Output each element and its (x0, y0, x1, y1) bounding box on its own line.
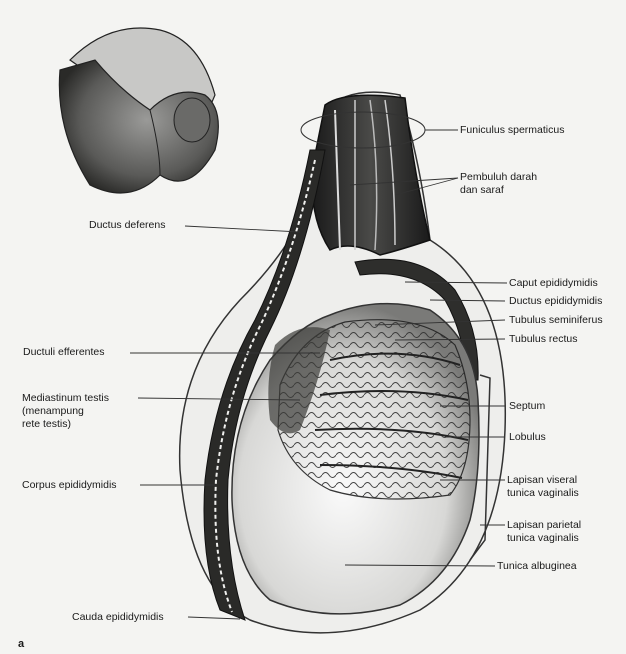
label-lobulus: Lobulus (509, 431, 546, 444)
label-ductus-deferens: Ductus deferens (89, 219, 165, 232)
label-mediastinum-testis: Mediastinum testis (menampung rete testi… (22, 392, 109, 431)
label-tubulus-rectus: Tubulus rectus (509, 333, 577, 346)
label-lapisan-viseral: Lapisan viseral tunica vaginalis (507, 474, 579, 500)
label-funiculus-spermaticus: Funiculus spermaticus (460, 124, 564, 137)
label-ductus-epididymidis: Ductus epididymidis (509, 295, 602, 308)
label-tunica-albuginea: Tunica albuginea (497, 560, 577, 573)
figure-letter: a (18, 638, 24, 651)
label-pembuluh-darah: Pembuluh darah dan saraf (460, 171, 537, 197)
label-cauda-epididymidis: Cauda epididymidis (72, 611, 164, 624)
testis-section (180, 92, 506, 633)
label-tubulus-seminiferus: Tubulus seminiferus (509, 314, 603, 327)
label-caput-epididymidis: Caput epididymidis (509, 277, 598, 290)
label-ductuli-efferentes: Ductuli efferentes (23, 346, 105, 359)
label-corpus-epididymidis: Corpus epididymidis (22, 479, 117, 492)
label-septum: Septum (509, 400, 545, 413)
label-lapisan-parietal: Lapisan parietal tunica vaginalis (507, 519, 581, 545)
external-genitalia-illustration (59, 28, 218, 193)
